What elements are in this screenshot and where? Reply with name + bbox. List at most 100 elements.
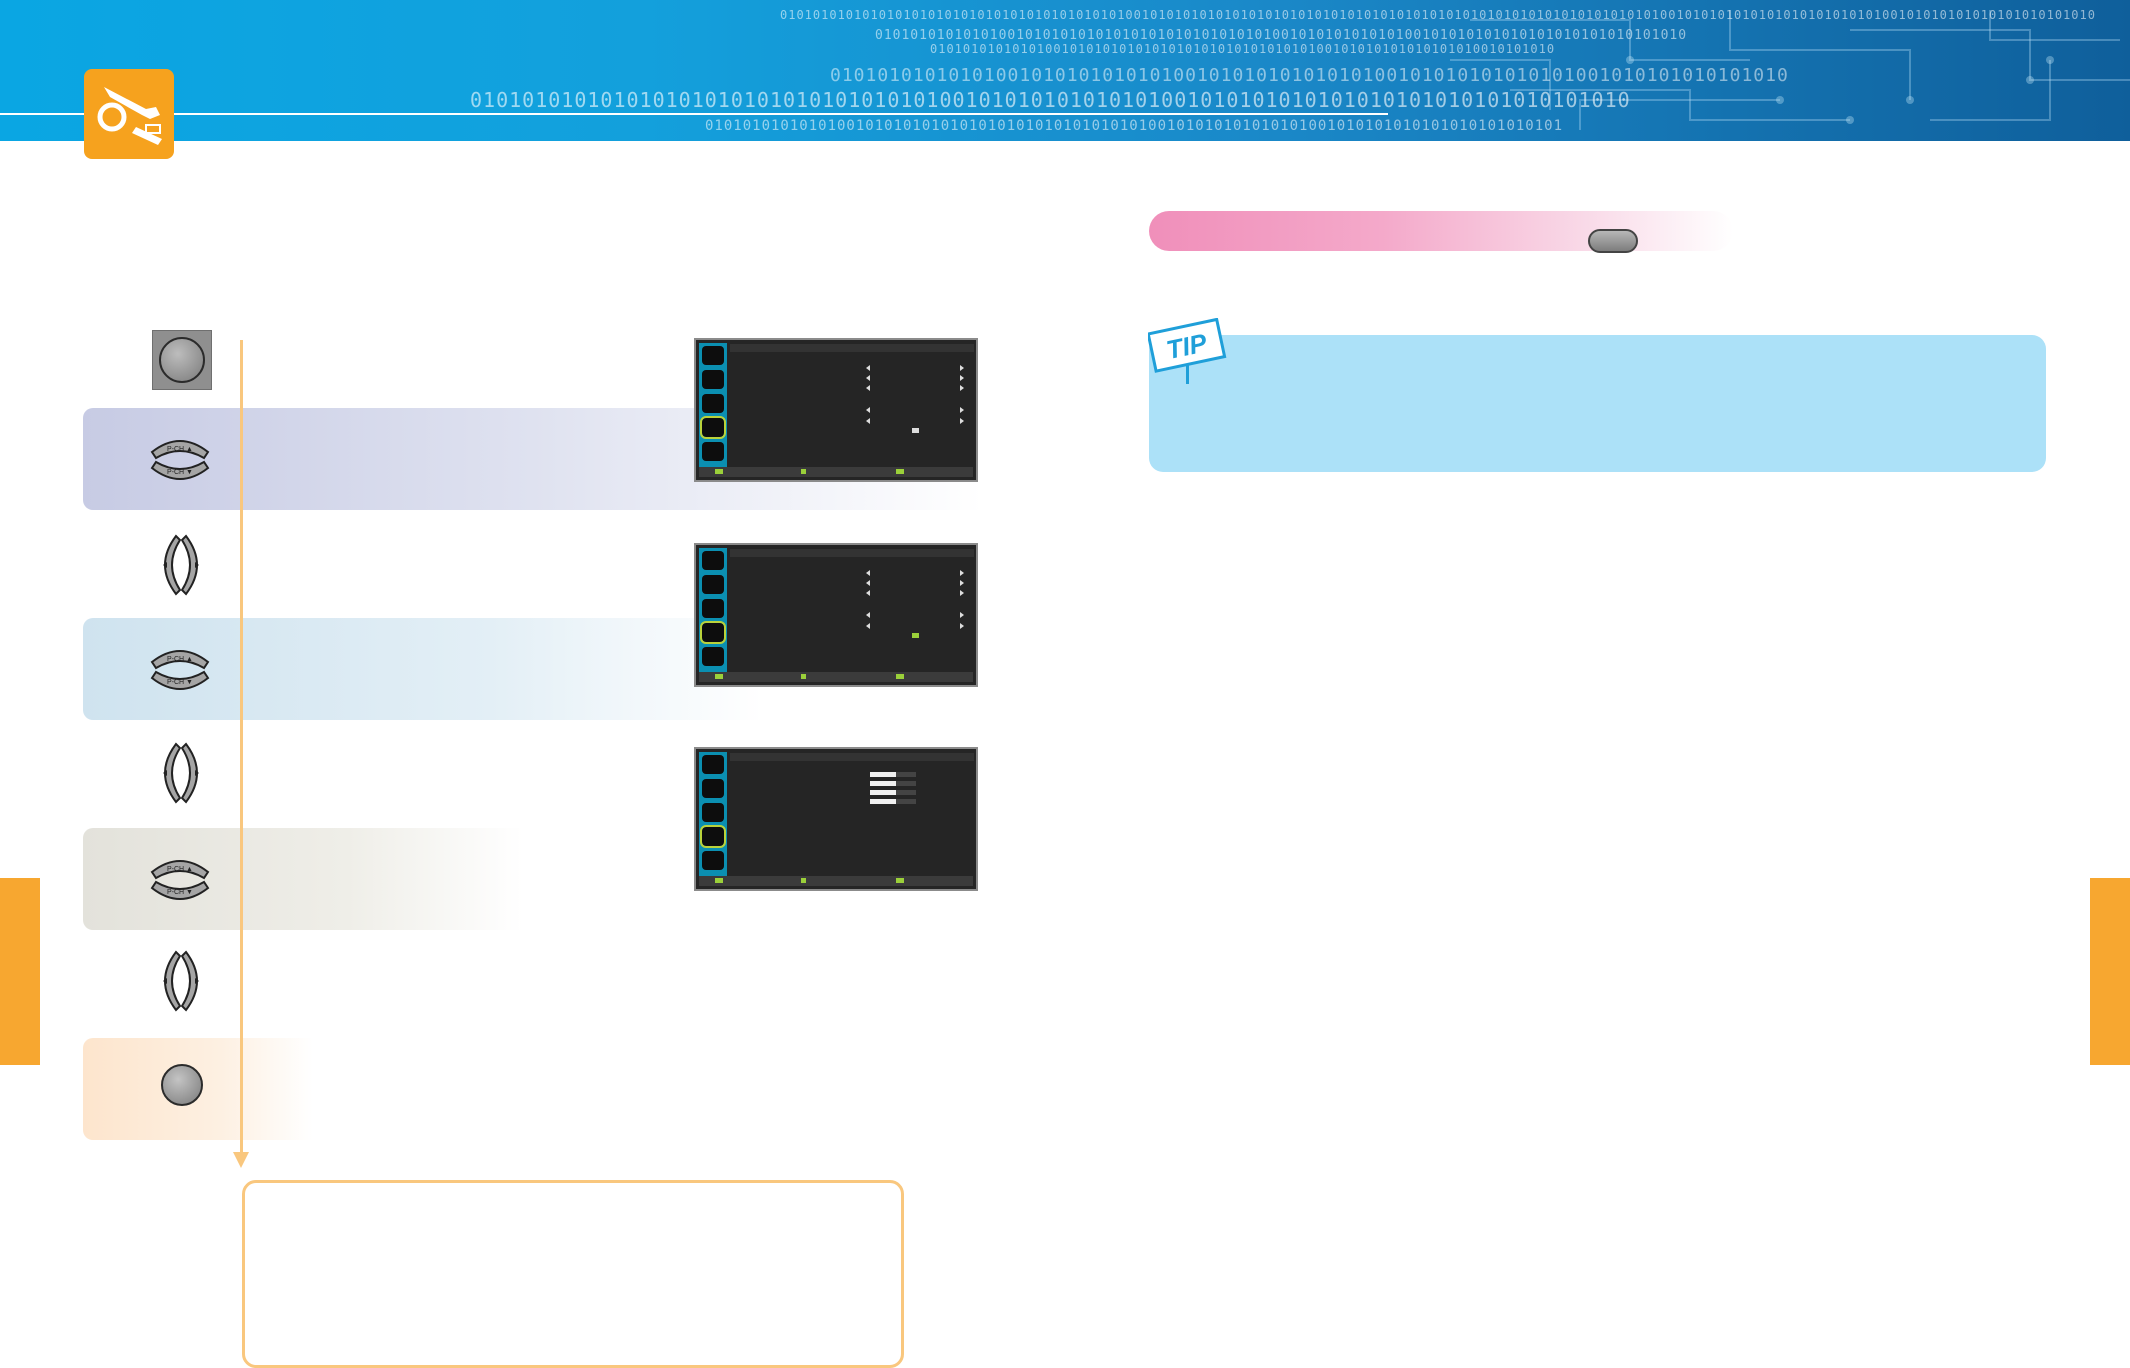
right-arrow-icon xyxy=(960,385,964,391)
level-bar xyxy=(870,772,896,777)
page-header: 0101010101010101010101010101010101010101… xyxy=(0,0,2130,141)
volume-left-right-button[interactable] xyxy=(152,740,210,806)
side-tab-right xyxy=(2090,878,2130,1065)
enter-icon xyxy=(801,674,806,679)
right-arrow-icon xyxy=(960,418,964,424)
exit-button[interactable] xyxy=(161,1064,203,1106)
binary-row: 0101010101010100101010101010100101010101… xyxy=(830,65,1789,86)
timer-menu-icon xyxy=(702,647,724,666)
picture-menu-icon xyxy=(702,551,724,570)
setup-menu-icon xyxy=(700,416,726,439)
exit-icon xyxy=(896,674,904,679)
remote-key-icon xyxy=(1588,229,1638,253)
step-band xyxy=(83,828,523,930)
svg-text:P-CH ▲: P-CH ▲ xyxy=(167,446,193,453)
note-box xyxy=(242,1180,904,1368)
right-arrow-icon xyxy=(960,365,964,371)
level-bar xyxy=(870,799,896,804)
tip-box xyxy=(1149,335,2046,472)
binary-row: 0101010101010101010101010101010101010010… xyxy=(470,88,1631,112)
binary-row: 0101010101010101010101010101010101010101… xyxy=(780,8,2096,22)
header-rule xyxy=(0,113,1388,115)
enter-icon xyxy=(801,878,806,883)
menu-button[interactable] xyxy=(152,330,212,390)
left-arrow-icon xyxy=(866,385,870,391)
exit-icon xyxy=(896,469,904,474)
osd-screen xyxy=(694,338,978,482)
svg-text:P-CH ▼: P-CH ▼ xyxy=(167,679,193,686)
osd-icon-rail xyxy=(699,752,727,876)
right-arrow-icon xyxy=(960,407,964,413)
section-heading-bar xyxy=(1149,211,1733,251)
flow-line xyxy=(240,340,243,1155)
channel-up-down-button[interactable]: P-CH ▲ P-CH ▼ xyxy=(148,642,212,698)
level-bar-track xyxy=(896,799,916,804)
picture-menu-icon xyxy=(702,755,724,774)
svg-text:P-CH ▼: P-CH ▼ xyxy=(167,889,193,896)
level-bar xyxy=(870,781,896,786)
channel-menu-icon xyxy=(702,394,724,413)
left-arrow-icon xyxy=(866,623,870,629)
enter-marker-icon xyxy=(912,428,919,433)
setup-menu-icon xyxy=(700,825,726,848)
sound-menu-icon xyxy=(702,575,724,594)
menu-button-face xyxy=(159,337,205,383)
osd-icon-rail xyxy=(699,548,727,672)
move-icon xyxy=(715,674,723,679)
circuit-pattern xyxy=(1450,10,2130,130)
volume-left-right-button[interactable] xyxy=(152,948,210,1014)
level-bar-track xyxy=(896,781,916,786)
section-logo xyxy=(84,69,174,159)
side-tab-left xyxy=(0,878,40,1065)
level-bar xyxy=(870,790,896,795)
left-arrow-icon xyxy=(866,407,870,413)
left-arrow-icon xyxy=(866,590,870,596)
wrench-caliper-icon xyxy=(97,87,162,145)
osd-help-bar xyxy=(699,467,973,477)
flow-arrow-icon xyxy=(233,1152,249,1168)
enter-marker-icon xyxy=(912,633,919,638)
osd-screen xyxy=(694,747,978,891)
level-bar-track xyxy=(896,790,916,795)
svg-text:P-CH ▲: P-CH ▲ xyxy=(167,866,193,873)
volume-left-right-button[interactable] xyxy=(152,532,210,598)
left-arrow-icon xyxy=(866,418,870,424)
binary-row: 0101010101010100101010101010101010101010… xyxy=(705,118,1564,134)
svg-text:P-CH ▲: P-CH ▲ xyxy=(167,656,193,663)
left-arrow-icon xyxy=(866,375,870,381)
timer-menu-icon xyxy=(702,851,724,870)
right-arrow-icon xyxy=(960,623,964,629)
sound-menu-icon xyxy=(702,779,724,798)
picture-menu-icon xyxy=(702,346,724,365)
right-arrow-icon xyxy=(960,375,964,381)
setup-menu-icon xyxy=(700,621,726,644)
osd-icon-rail xyxy=(699,343,727,467)
move-icon xyxy=(715,878,723,883)
binary-row: 0101010101010100101010101010101010101010… xyxy=(875,28,1688,43)
osd-screen xyxy=(694,543,978,687)
channel-up-down-button[interactable]: P-CH ▲ P-CH ▼ xyxy=(148,432,212,488)
left-arrow-icon xyxy=(866,612,870,618)
osd-title-bar xyxy=(730,344,974,352)
binary-row: 0101010101010100101010101010101010101010… xyxy=(930,42,1556,56)
channel-menu-icon xyxy=(702,599,724,618)
left-arrow-icon xyxy=(866,570,870,576)
channel-up-down-button[interactable]: P-CH ▲ P-CH ▼ xyxy=(148,852,212,908)
left-arrow-icon xyxy=(866,580,870,586)
timer-menu-icon xyxy=(702,442,724,461)
osd-title-bar xyxy=(730,549,974,557)
tip-sign-icon: TIP xyxy=(1148,318,1227,384)
osd-help-bar xyxy=(699,672,973,682)
left-arrow-icon xyxy=(866,365,870,371)
svg-text:P-CH ▼: P-CH ▼ xyxy=(167,469,193,476)
right-arrow-icon xyxy=(960,612,964,618)
osd-help-bar xyxy=(699,876,973,886)
right-arrow-icon xyxy=(960,590,964,596)
channel-menu-icon xyxy=(702,803,724,822)
enter-icon xyxy=(801,469,806,474)
move-icon xyxy=(715,469,723,474)
step-band xyxy=(83,618,763,720)
sound-menu-icon xyxy=(702,370,724,389)
osd-title-bar xyxy=(730,753,974,761)
level-bar-track xyxy=(896,772,916,777)
